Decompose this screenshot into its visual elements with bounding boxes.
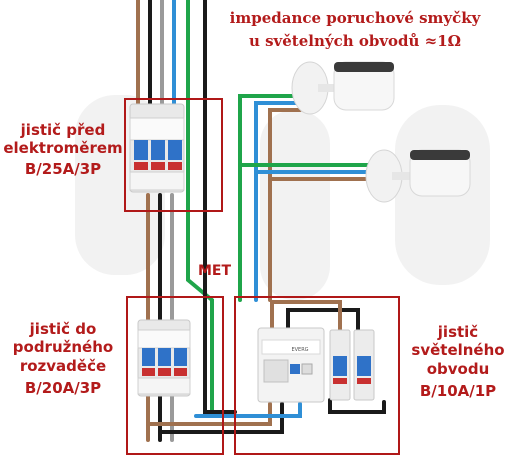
label-subpanel-breaker: jistič do podružného rozvaděče B/20A/3P [12,320,114,397]
frame-subpanel-breaker [126,296,224,455]
rcd-device: EVERG [257,327,325,403]
meter-breaker [129,103,185,193]
wire-black-long [203,0,237,414]
label-met: MET [198,263,232,279]
spotlight-upper [291,61,395,115]
light-wires [238,94,386,414]
highlight-frames [124,98,400,455]
frame-light-circuit [234,296,400,455]
wire-brown-light [268,108,302,302]
rcd-brand-text: EVERG [291,347,308,353]
wire-blue-light [254,101,298,302]
subpanel-breaker [137,319,191,397]
frame-meter-breaker [124,98,223,212]
spotlight-lower [365,149,471,203]
title-line-2: u světelných obvodů ≈1Ω [248,32,462,51]
diagram-title: impedance poruchové smyčky u světelných … [205,7,505,54]
wire-green-pe [186,0,214,414]
title-line-1: impedance poruchové smyčky [229,9,481,27]
label-meter-breaker: jistič před elektroměrem B/25A/3P [3,121,123,178]
wire-green-light [238,94,298,302]
label-light-breaker: jistič světelného obvodu B/10A/1P [411,323,505,400]
interconnect-wires [146,193,302,442]
light-breakers [329,329,375,401]
supply-wires [136,0,237,414]
